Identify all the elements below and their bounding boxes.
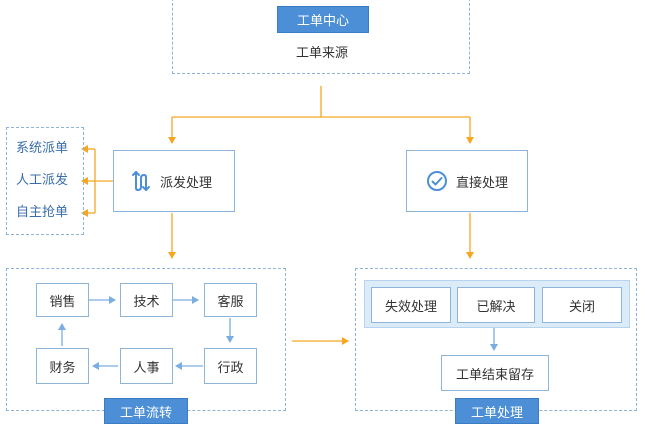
direct-processing-box: 直接处理 [406, 150, 528, 212]
flow-node-administration: 行政 [204, 348, 257, 384]
dispatch-method-self-grab: 自主抢单 [16, 205, 69, 220]
direct-processing-label: 直接处理 [455, 175, 508, 191]
flow-node-customer-service: 客服 [204, 283, 257, 317]
dispatch-processing-label: 派发处理 [160, 175, 213, 191]
outcome-closed: 关闭 [542, 287, 622, 323]
work-order-source-label: 工单来源 [295, 46, 348, 61]
dispatch-method-system: 系统派单 [16, 141, 69, 156]
dispatch-method-manual: 人工派发 [16, 173, 69, 188]
work-order-flow-tag: 工单流转 [104, 398, 188, 424]
flow-node-finance: 财务 [36, 348, 89, 384]
flow-node-hr: 人事 [120, 348, 173, 384]
outcome-resolved: 已解决 [457, 287, 535, 323]
loop-arrows-icon [130, 170, 152, 192]
dispatch-processing-box: 派发处理 [113, 150, 235, 212]
flow-node-sales: 销售 [36, 283, 89, 317]
flow-node-technology: 技术 [120, 283, 173, 317]
work-order-center-badge: 工单中心 [277, 6, 369, 33]
outcome-invalid-processing: 失效处理 [371, 287, 451, 323]
check-circle-icon [426, 170, 448, 192]
source-container [172, 0, 470, 74]
work-order-end-retain-box: 工单结束留存 [441, 355, 549, 391]
dispatch-methods-container [6, 127, 84, 235]
work-order-handling-tag: 工单处理 [455, 398, 539, 424]
